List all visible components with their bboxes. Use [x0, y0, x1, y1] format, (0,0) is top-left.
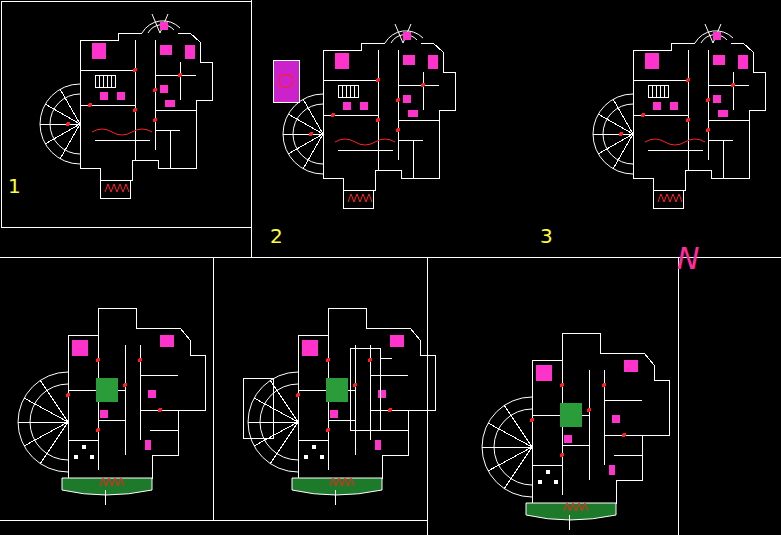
label-holder: 2: [270, 226, 283, 247]
plan-number: 1: [8, 174, 21, 198]
plan-5: [243, 308, 435, 505]
annex: [350, 348, 380, 430]
site-key: [273, 60, 299, 102]
north-arrow: N: [677, 241, 699, 276]
plan-5-body: [248, 308, 435, 505]
key-plan: [273, 60, 299, 102]
plan-number: 2: [270, 224, 283, 248]
plan-3: [593, 24, 765, 208]
plan-number: 3: [540, 224, 553, 248]
plan-6: [482, 333, 669, 530]
plan-1: [40, 14, 212, 198]
plan-4: [18, 308, 205, 505]
annex-line: [380, 358, 392, 359]
frame: [1, 1, 251, 227]
label-holder: N: [677, 244, 699, 274]
label-holder: 3: [540, 226, 553, 247]
label-holder: 1: [8, 176, 21, 197]
key-plan-ring: [279, 74, 293, 88]
annex: [243, 378, 273, 438]
plan-2: [283, 24, 455, 208]
